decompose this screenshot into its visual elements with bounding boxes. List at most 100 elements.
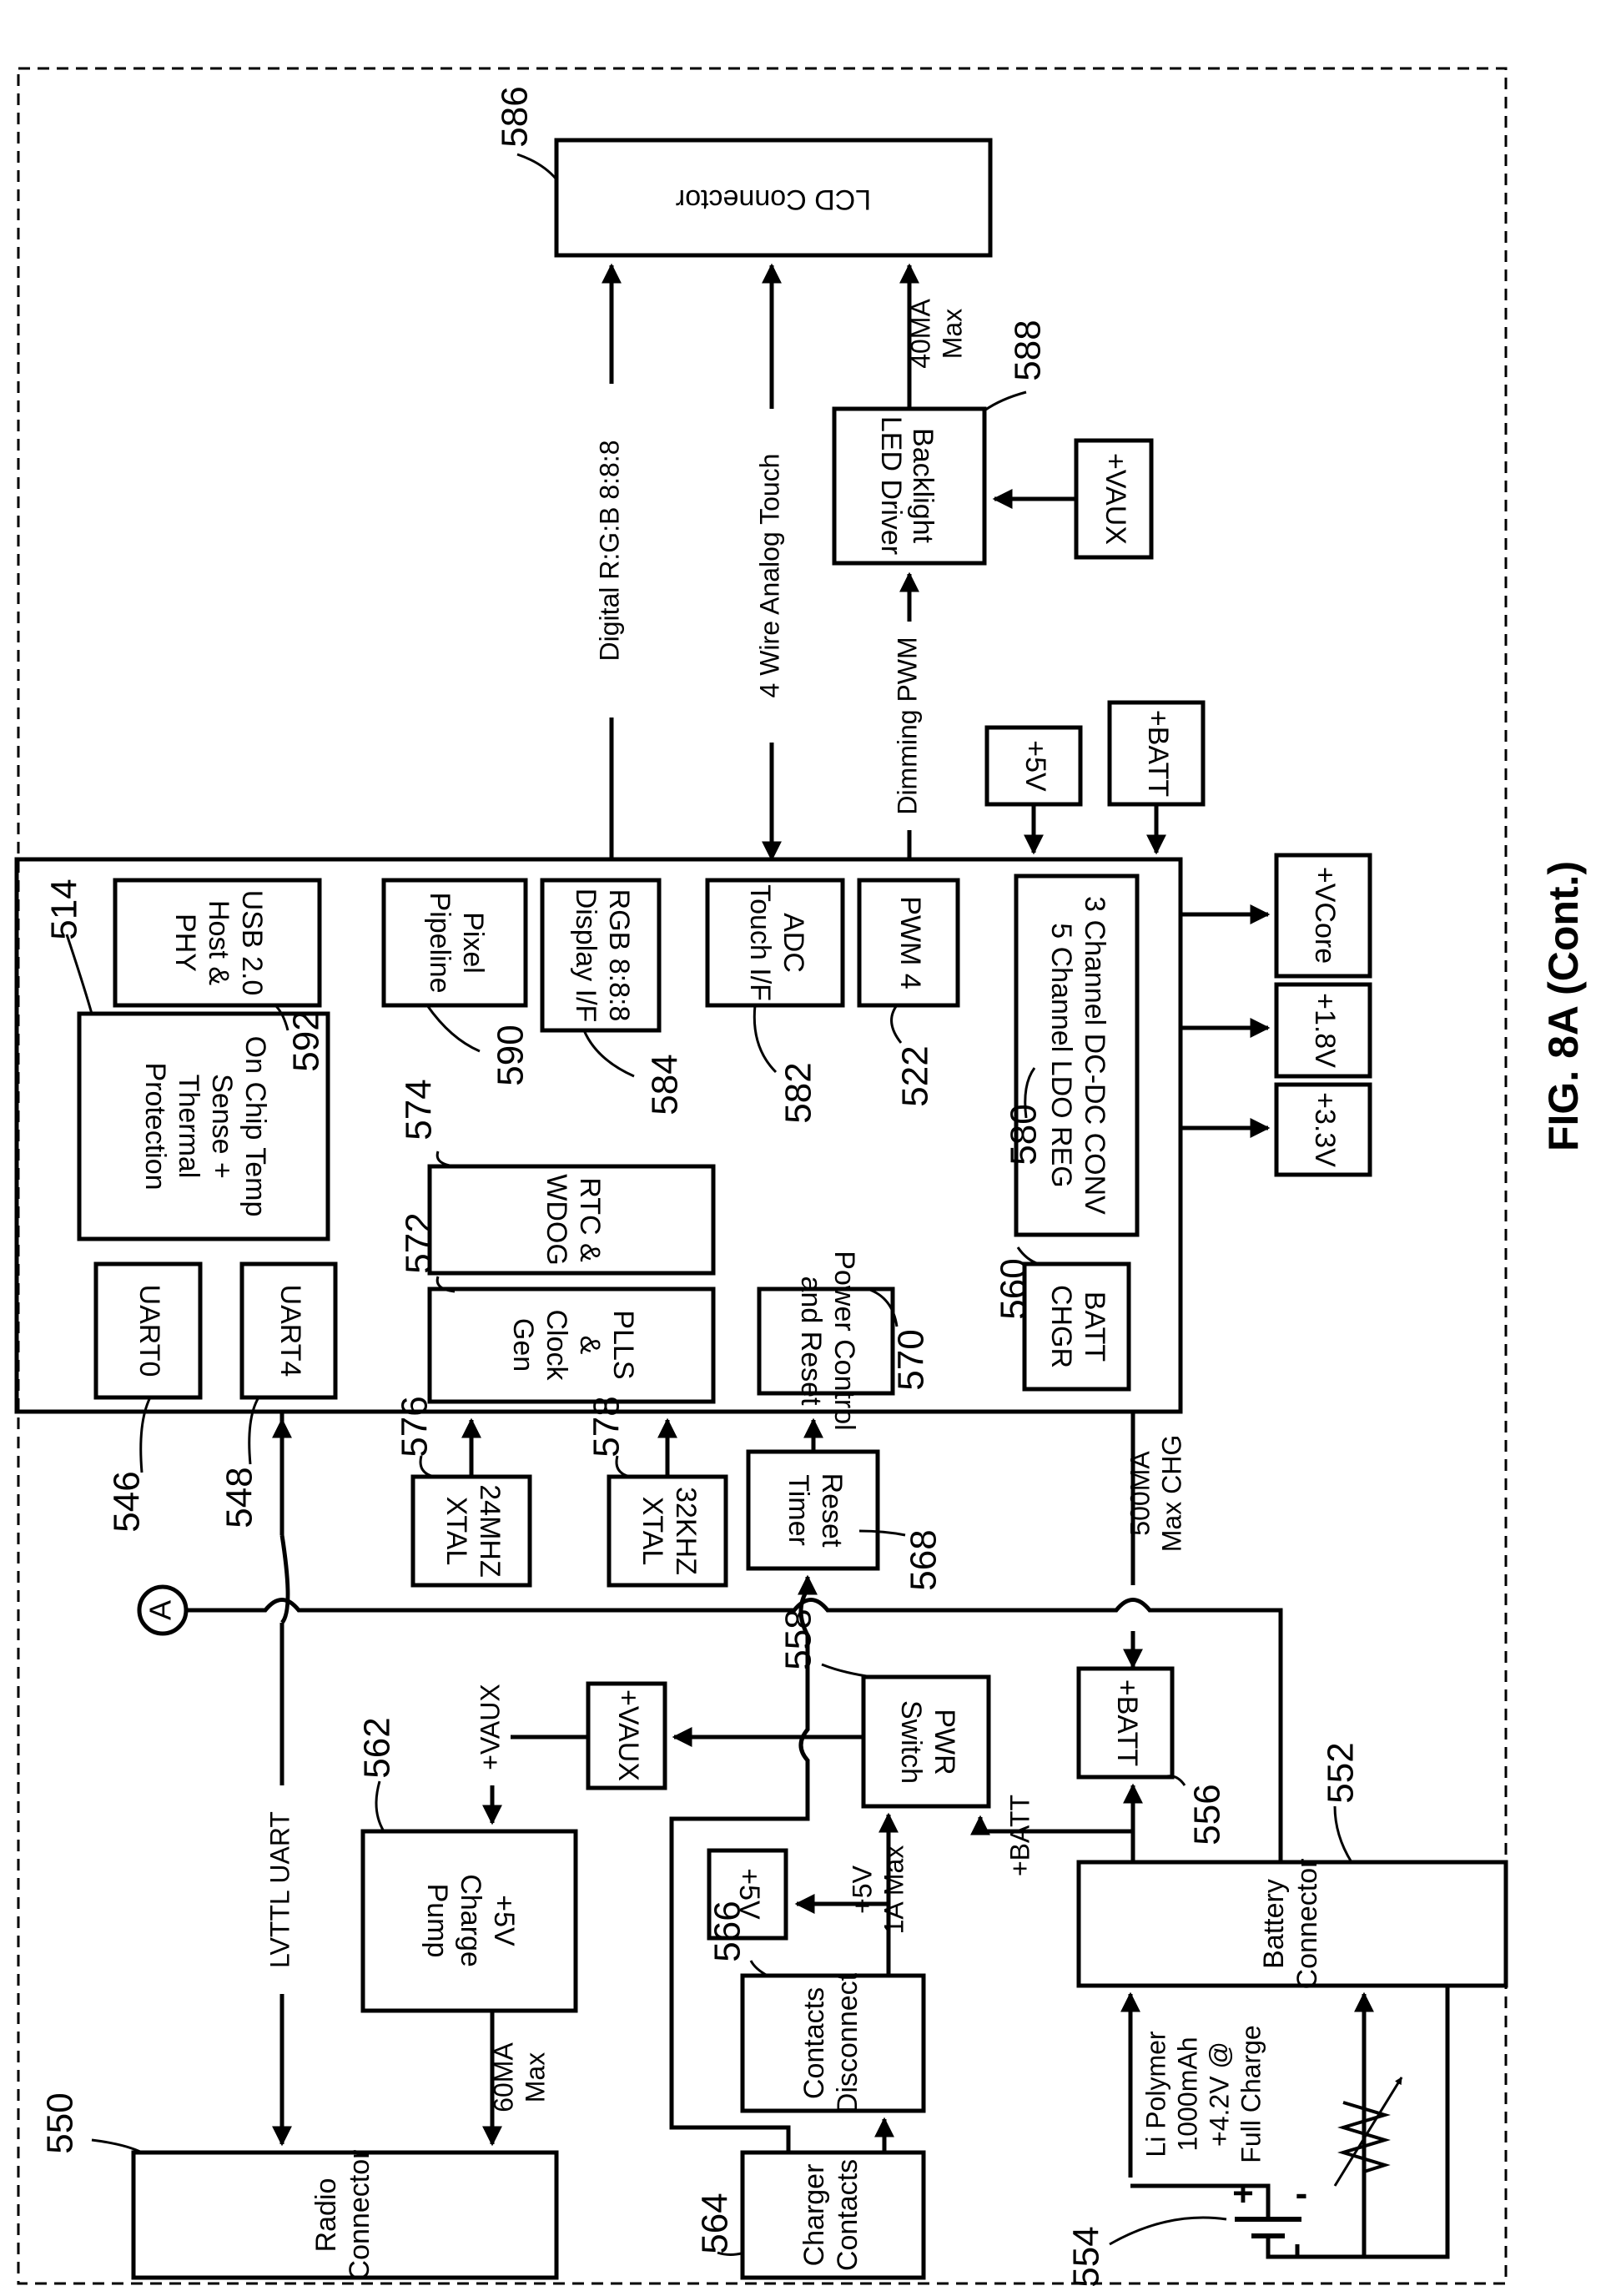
ref-566: 566 (707, 1901, 748, 1961)
ref-570: 570 (891, 1329, 932, 1390)
li-polymer-label-4: Full Charge (1236, 2025, 1266, 2163)
ref-552: 552 (1321, 1742, 1362, 1803)
radio-connector-label-2: Connector (344, 2150, 375, 2281)
charge-pump-label-1: +5V (488, 1895, 520, 1946)
v33-label: +3.3V (1309, 1092, 1341, 1167)
vcore-label: +VCore (1309, 867, 1341, 964)
leader-556 (1164, 1776, 1185, 1785)
backlight-driver-label-1: Backlight (907, 428, 939, 544)
pixel-pipeline-label-2: Pipeline (424, 893, 456, 994)
battery-connector-label-2: Connector (1291, 1859, 1323, 1990)
rgb-display-label-2: Display I/F (570, 889, 602, 1023)
pwm4-label: PWM 4 (894, 896, 926, 989)
ref-564: 564 (695, 2193, 736, 2253)
ref-580: 580 (1004, 1104, 1045, 1165)
ref-574: 574 (399, 1079, 440, 1140)
leader-578 (617, 1456, 630, 1477)
plus5v-1a-label-2: 1A Max (878, 1845, 909, 1935)
dcdc-label-2: 5 Channel LDO REG (1045, 923, 1077, 1188)
battery-minus-sign: - (1296, 2173, 1308, 2214)
ma60-label-2: Max (520, 2052, 550, 2102)
connector-a-label: A (143, 1600, 178, 1620)
leader-566 (751, 1961, 768, 1976)
leader-576 (420, 1456, 434, 1477)
analog-touch-label: 4 Wire Analog Touch (754, 454, 784, 698)
plls-label-3: Clock (541, 1309, 572, 1381)
ref-572: 572 (399, 1212, 440, 1273)
reset-timer-label-1: Reset (816, 1473, 848, 1548)
usb-label-2: Host & (203, 900, 234, 985)
ma40-label-1: 40MA (905, 299, 935, 369)
charge-pump-label-3: Pump (421, 1884, 453, 1958)
on-chip-temp-label-1: On Chip Temp (239, 1036, 271, 1217)
plls-label-1: PLLS (607, 1310, 639, 1379)
pixel-pipeline-label-1: Pixel (457, 912, 489, 974)
uart4-label: UART4 (274, 1285, 306, 1377)
on-chip-temp-label-2: Sense + (206, 1074, 238, 1179)
li-polymer-label-3: +4.2V @ (1204, 2042, 1234, 2147)
dimming-pwm-label: Dimming PWM (892, 637, 922, 814)
batt-chgr-label-2: CHGR (1045, 1285, 1077, 1368)
ref-548: 548 (219, 1467, 260, 1528)
backlight-driver-label-2: LED Driver (875, 416, 907, 555)
ref-584: 584 (645, 1054, 686, 1115)
adc-touch-label-2: Touch I/F (744, 884, 776, 1001)
lvttl-uart-hop (282, 1535, 288, 1623)
ref-550: 550 (40, 2092, 81, 2153)
dcdc-label-1: 3 Channel DC-DC CONV (1079, 896, 1110, 1215)
power-control-label-1: Power Control (828, 1251, 860, 1430)
ma40-label-2: Max (937, 309, 967, 359)
leader-548 (249, 1397, 259, 1464)
battery-connector-label-1: Battery (1258, 1879, 1290, 1969)
ref-560: 560 (994, 1258, 1035, 1319)
leader-568 (859, 1531, 905, 1535)
adc-touch-label-1: ADC (778, 913, 809, 973)
charger-contacts-label-1: Charger (798, 2164, 830, 2267)
ref-592: 592 (286, 1010, 327, 1071)
leader-552 (1335, 1806, 1352, 1862)
leader-584 (584, 1030, 634, 1076)
plus-batt-signal-label: +BATT (1004, 1795, 1035, 1876)
usb-label-3: PHY (169, 914, 201, 972)
vaux-mid-label: +VAUX (612, 1689, 644, 1781)
ma60-label-1: 60MA (488, 2042, 518, 2112)
xtal24-label-2: XTAL (440, 1497, 472, 1566)
on-chip-temp-label-4: Protection (139, 1062, 171, 1190)
leader-586 (517, 154, 556, 179)
leader-514 (67, 934, 92, 1014)
leader-588 (984, 392, 1026, 410)
ref-590: 590 (491, 1025, 531, 1085)
pwr-switch-label-2: Switch (895, 1700, 927, 1784)
xtal32-label-1: 32KHZ (670, 1487, 702, 1575)
batt-chgr-label-1: BATT (1079, 1292, 1110, 1362)
digital-rgb-label: Digital R:G:B 8:8:8 (594, 441, 624, 662)
ref-568: 568 (904, 1529, 944, 1590)
leader-558 (822, 1664, 872, 1677)
li-polymer-label-1: Li Polymer (1140, 2031, 1170, 2158)
contacts-disconnect-label-2: Disconnect (832, 1972, 863, 2113)
ref-522: 522 (895, 1045, 936, 1106)
ma500-label-1: 500MA (1125, 1451, 1155, 1536)
leader-574 (437, 1151, 455, 1166)
ref-578: 578 (586, 1396, 627, 1457)
batt-to-pwr-switch (980, 1817, 1133, 1831)
ref-556: 556 (1187, 1784, 1228, 1845)
rtc-label-1: RTC & (574, 1177, 606, 1262)
leader-522 (892, 1005, 901, 1043)
xtal32-label-2: XTAL (637, 1497, 668, 1566)
plls-label-4: Gen (507, 1318, 539, 1372)
ref-546: 546 (107, 1471, 148, 1532)
charger-contacts-label-2: Contacts (832, 2159, 863, 2271)
on-chip-temp-label-3: Thermal (173, 1075, 204, 1179)
radio-connector-label-1: Radio (310, 2178, 342, 2253)
figure-title-wrap: FIG. 8A (Cont.) (1539, 1151, 1589, 1201)
lcd-connector-label: LCD Connector (676, 184, 871, 215)
battery-minus-line (1297, 1986, 1447, 2257)
rtc-label-2: WDOG (541, 1174, 572, 1266)
vaux-signal-label: +VAUX (475, 1684, 505, 1770)
battery-lead-minus (1268, 2236, 1297, 2257)
leader-546 (141, 1397, 150, 1473)
reset-timer-label-2: Timer (783, 1474, 814, 1546)
power-control-label-2: and Reset (795, 1276, 827, 1407)
